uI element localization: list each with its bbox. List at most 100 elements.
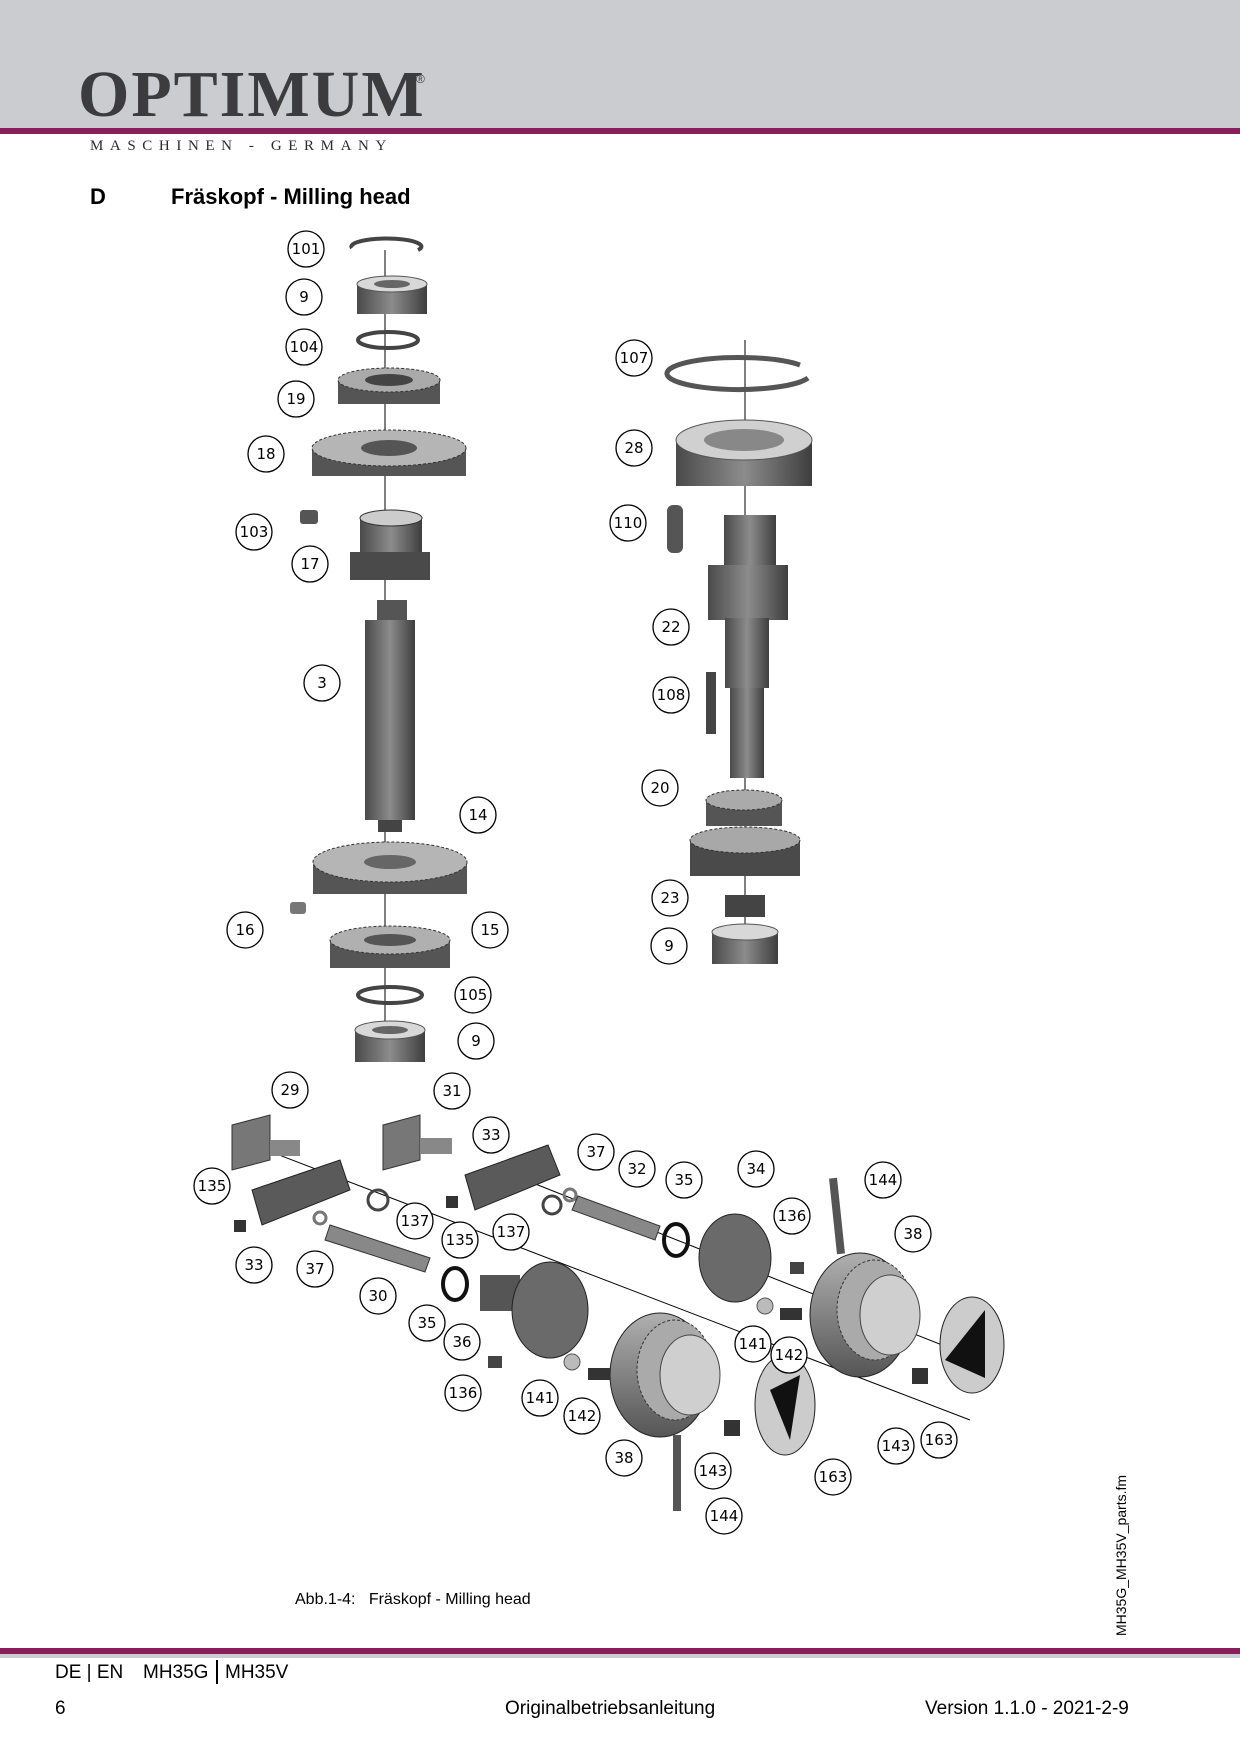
callout-circle — [291, 545, 329, 583]
callout-143: 143 — [694, 1452, 732, 1490]
bearing-9-right — [711, 923, 779, 964]
handwheel-38-right — [809, 1252, 921, 1378]
callout-29: 29 — [271, 1071, 309, 1109]
side-filename: MH35G_MH35V_parts.fm — [1113, 1474, 1129, 1636]
callout-label: 22 — [661, 618, 680, 636]
o-ring-35-left — [441, 1266, 469, 1302]
callout-label: 136 — [778, 1207, 807, 1225]
key-110 — [667, 505, 683, 553]
figure-caption: Abb.1-4: Fräskopf - Milling head — [295, 1591, 531, 1609]
callout-label: 15 — [480, 921, 499, 939]
callout-label: 141 — [739, 1335, 768, 1353]
callout-label: 19 — [286, 390, 305, 408]
callout-circle — [521, 1379, 559, 1417]
ring-137-left — [366, 1188, 390, 1212]
callout-142: 142 — [563, 1397, 601, 1435]
callout-label: 32 — [627, 1160, 646, 1178]
header-rule — [0, 128, 1240, 134]
splined-shaft-3 — [365, 600, 415, 832]
pin-144-left — [673, 1435, 681, 1511]
callout-circle — [408, 1304, 446, 1342]
callout-23: 23 — [651, 879, 689, 917]
callout-label: 108 — [657, 686, 686, 704]
retaining-ring-104 — [356, 330, 420, 350]
spring-142-left — [588, 1368, 610, 1380]
callout-label: 143 — [882, 1437, 911, 1455]
callout-label: 31 — [442, 1082, 461, 1100]
screw-136-left — [488, 1356, 502, 1368]
section-letter: D — [90, 184, 106, 209]
callout-label: 144 — [710, 1507, 739, 1525]
callout-30: 30 — [359, 1277, 397, 1315]
callout-16: 16 — [226, 911, 264, 949]
callout-label: 163 — [925, 1431, 954, 1449]
bushing-17 — [350, 509, 430, 580]
callout-circle — [459, 796, 497, 834]
callout-142: 142 — [770, 1336, 808, 1374]
callout-circle — [652, 676, 690, 714]
callout-135: 135 — [441, 1221, 479, 1259]
left-shaft-assembly — [290, 236, 468, 1062]
callout-circle — [877, 1427, 915, 1465]
callout-label: 16 — [235, 921, 254, 939]
callout-label: 30 — [368, 1287, 387, 1305]
callout-label: 37 — [586, 1143, 605, 1161]
callout-circle — [652, 608, 690, 646]
callout-label: 104 — [290, 338, 319, 356]
callout-37: 37 — [296, 1250, 334, 1288]
block-33-left — [251, 1159, 351, 1226]
handwheel-38-left — [609, 1312, 721, 1438]
hub-34 — [698, 1213, 772, 1303]
callout-20: 20 — [641, 769, 679, 807]
callout-33: 33 — [235, 1246, 273, 1284]
callout-17: 17 — [291, 545, 329, 583]
callout-label: 142 — [568, 1407, 597, 1425]
callout-circle — [303, 664, 341, 702]
callout-33: 33 — [472, 1116, 510, 1154]
feed-lever-assembly — [231, 1114, 1005, 1511]
callout-circle — [441, 1221, 479, 1259]
callout-circle — [472, 1116, 510, 1154]
callout-circle — [734, 1325, 772, 1363]
callout-circle — [605, 1439, 643, 1477]
callout-circle — [492, 1213, 530, 1251]
callout-110: 110 — [609, 504, 647, 542]
callout-circle — [396, 1202, 434, 1240]
footer-document-type: Originalbetriebsanleitung — [505, 1698, 716, 1719]
screw-135-left — [234, 1220, 246, 1232]
callout-141: 141 — [521, 1379, 559, 1417]
callout-label: 18 — [256, 445, 275, 463]
section-title: Fräskopf - Milling head — [171, 184, 411, 209]
washer-37-left — [312, 1210, 328, 1226]
callout-label: 35 — [674, 1171, 693, 1189]
callout-label: 35 — [417, 1314, 436, 1332]
retaining-ring-101 — [349, 236, 424, 252]
callout-38: 38 — [894, 1215, 932, 1253]
callout-36: 36 — [443, 1323, 481, 1361]
callout-label: 137 — [401, 1212, 430, 1230]
grub-143-right — [912, 1368, 928, 1384]
callout-label: 33 — [244, 1256, 263, 1274]
footer-page-number: 6 — [55, 1698, 66, 1719]
cap-163-right — [939, 1296, 1005, 1394]
hub-36 — [480, 1261, 589, 1359]
spring-142-right — [780, 1308, 802, 1320]
brand-logo: OPTIMUM — [78, 58, 426, 131]
callout-label: 23 — [660, 889, 679, 907]
callout-circle — [433, 1072, 471, 1110]
callout-105: 105 — [454, 976, 492, 1014]
callout-circle — [277, 380, 315, 418]
fork-31 — [382, 1114, 452, 1171]
callout-circle — [444, 1374, 482, 1412]
callout-37: 37 — [577, 1133, 615, 1171]
callout-circle — [705, 1497, 743, 1535]
callout-34: 34 — [737, 1150, 775, 1188]
callout-label: 136 — [449, 1384, 478, 1402]
callout-35: 35 — [665, 1161, 703, 1199]
callout-circle — [285, 328, 323, 366]
callout-circle — [235, 1246, 273, 1284]
callout-label: 20 — [650, 779, 669, 797]
right-shaft-assembly — [664, 354, 813, 964]
callout-label: 143 — [699, 1462, 728, 1480]
